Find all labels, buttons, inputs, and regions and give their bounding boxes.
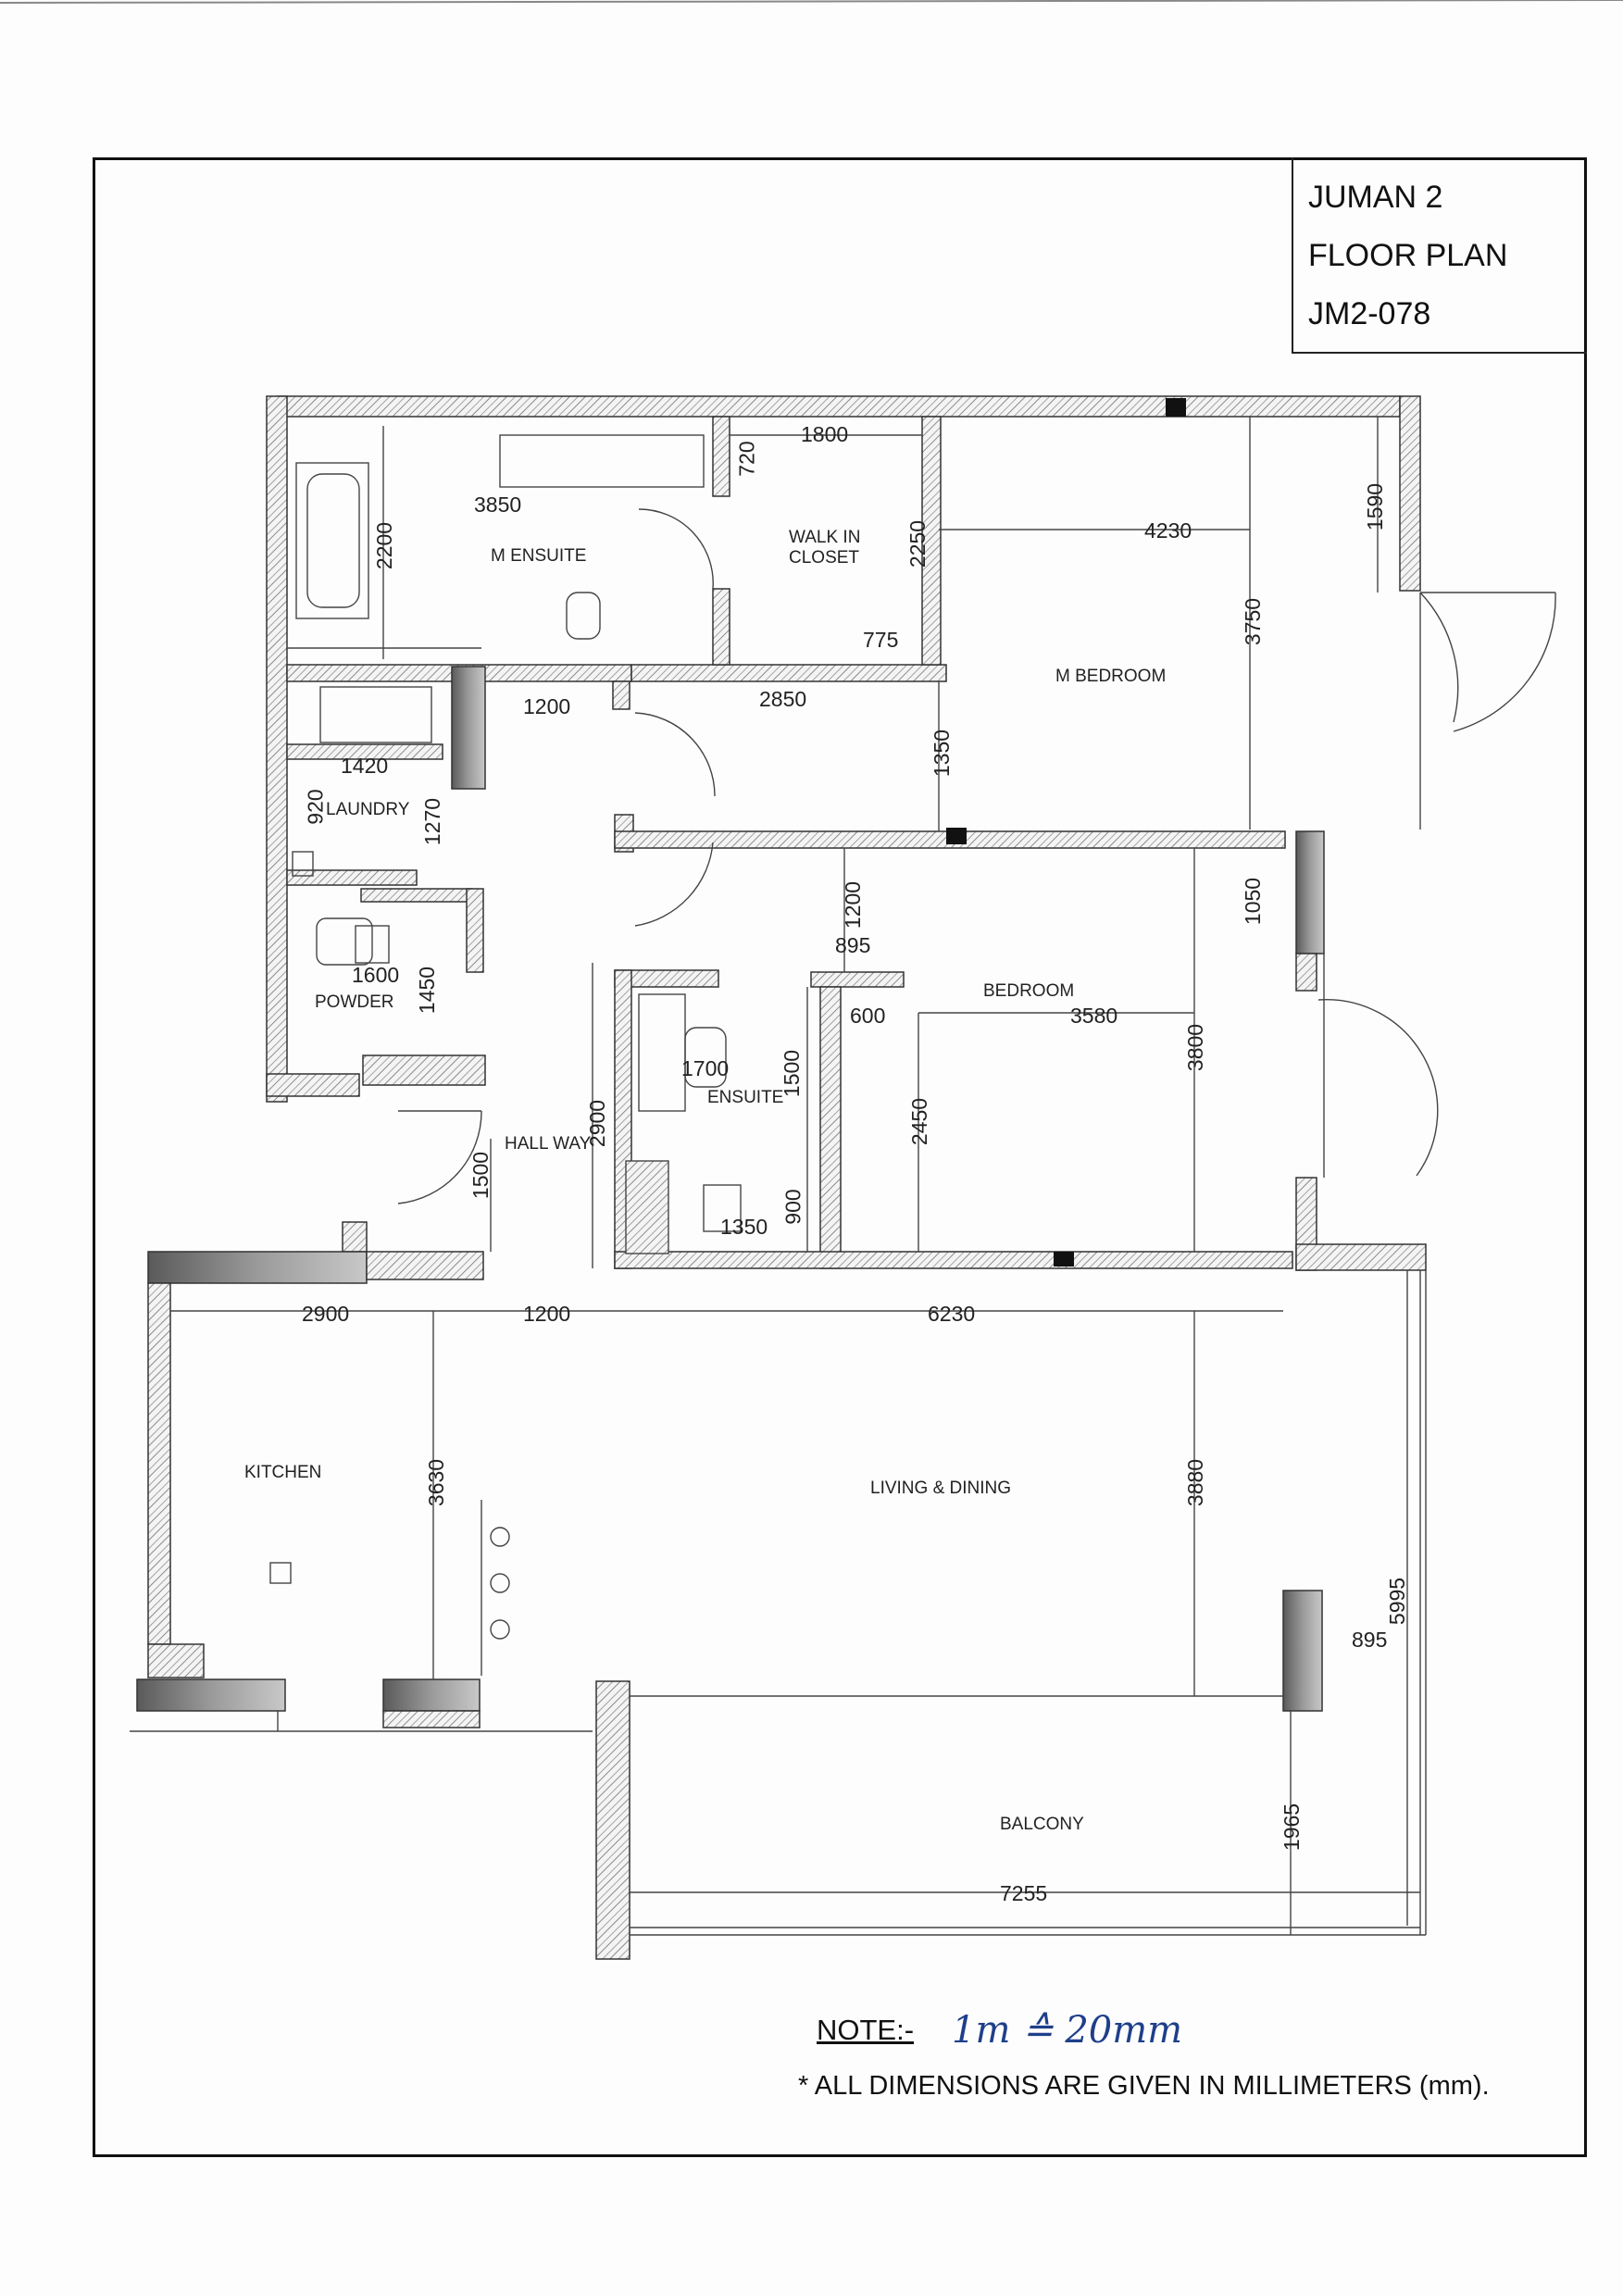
dim-920: 920: [303, 789, 328, 825]
room-label-m-bedroom: M BEDROOM: [1055, 667, 1167, 686]
handwritten-scale-note: 1m ≙ 20mm: [952, 2009, 1183, 2052]
dim-4230: 4230: [1144, 518, 1192, 543]
dim-1270: 1270: [420, 797, 445, 846]
dim-2200: 2200: [372, 521, 397, 570]
dim-2250: 2250: [905, 519, 930, 568]
walls: [136, 395, 1427, 1960]
dim-1350-top: 1350: [930, 729, 955, 778]
drawing-title: FLOOR PLAN: [1308, 238, 1508, 273]
room-label-balcony: BALCONY: [1000, 1815, 1084, 1834]
note-label: NOTE:-: [817, 2014, 915, 2046]
dim-1450: 1450: [415, 966, 440, 1015]
dim-1200-mid: 1200: [841, 880, 866, 930]
dim-1500-hall: 1500: [468, 1151, 493, 1200]
dim-1200-top: 1200: [523, 694, 571, 718]
unit-number: JM2-078: [1308, 296, 1431, 331]
dimension-units-note: * ALL DIMENSIONS ARE GIVEN IN MILLIMETER…: [798, 2071, 1490, 2101]
dim-1800: 1800: [801, 422, 849, 446]
dim-5995: 5995: [1385, 1577, 1410, 1626]
room-label-kitchen: KITCHEN: [244, 1463, 322, 1482]
column-top: [1166, 398, 1186, 417]
dim-1420: 1420: [341, 754, 389, 778]
dim-1350-bottom: 1350: [720, 1215, 768, 1239]
dim-2900-horizontal: 2900: [302, 1302, 350, 1326]
room-label-living-dining: LIVING & DINING: [870, 1479, 1012, 1498]
dim-600: 600: [850, 1004, 886, 1028]
dim-720: 720: [734, 441, 759, 477]
column-mid: [946, 828, 967, 844]
dim-3880: 3880: [1183, 1458, 1208, 1507]
room-label-wic-1: WALK IN: [789, 528, 861, 547]
room-label-bedroom: BEDROOM: [983, 981, 1075, 1001]
dim-2850: 2850: [759, 687, 807, 711]
columns: [946, 398, 1186, 1267]
drawing-border: [93, 157, 1587, 2157]
room-label-m-ensuite: M ENSUITE: [491, 546, 587, 566]
dim-1600: 1600: [352, 963, 400, 987]
dim-3850: 3850: [474, 493, 522, 517]
dim-3580: 3580: [1070, 1004, 1118, 1028]
dim-6230: 6230: [928, 1302, 976, 1326]
dim-2900-vertical: 2900: [585, 1099, 610, 1148]
dim-1965: 1965: [1280, 1803, 1305, 1852]
dim-900: 900: [780, 1189, 805, 1225]
room-label-hallway: HALL WAY: [505, 1134, 592, 1154]
dim-3630: 3630: [424, 1458, 449, 1507]
dim-895-mid: 895: [835, 933, 871, 957]
dim-1700: 1700: [681, 1056, 730, 1080]
title-block: JUMAN 2 FLOOR PLAN JM2-078: [1292, 157, 1587, 354]
room-label-wic-2: CLOSET: [789, 548, 860, 568]
dim-775: 775: [863, 628, 899, 652]
room-label-powder: POWDER: [315, 992, 394, 1012]
dim-895-right: 895: [1352, 1628, 1388, 1652]
dim-3750: 3750: [1241, 597, 1266, 646]
dim-1500-ensuite: 1500: [780, 1049, 805, 1098]
project-name: JUMAN 2: [1308, 180, 1443, 215]
dim-1050: 1050: [1241, 877, 1266, 926]
dim-7255: 7255: [1000, 1881, 1048, 1905]
thin-lines: [130, 417, 1556, 1936]
room-label-ensuite: ENSUITE: [707, 1088, 784, 1107]
dim-2450: 2450: [907, 1097, 932, 1146]
room-label-laundry: LAUNDRY: [326, 800, 410, 819]
dim-1200-horizontal: 1200: [523, 1302, 571, 1326]
dim-3800: 3800: [1183, 1023, 1208, 1072]
column-bottom: [1054, 1252, 1074, 1267]
dim-1590: 1590: [1363, 482, 1388, 531]
